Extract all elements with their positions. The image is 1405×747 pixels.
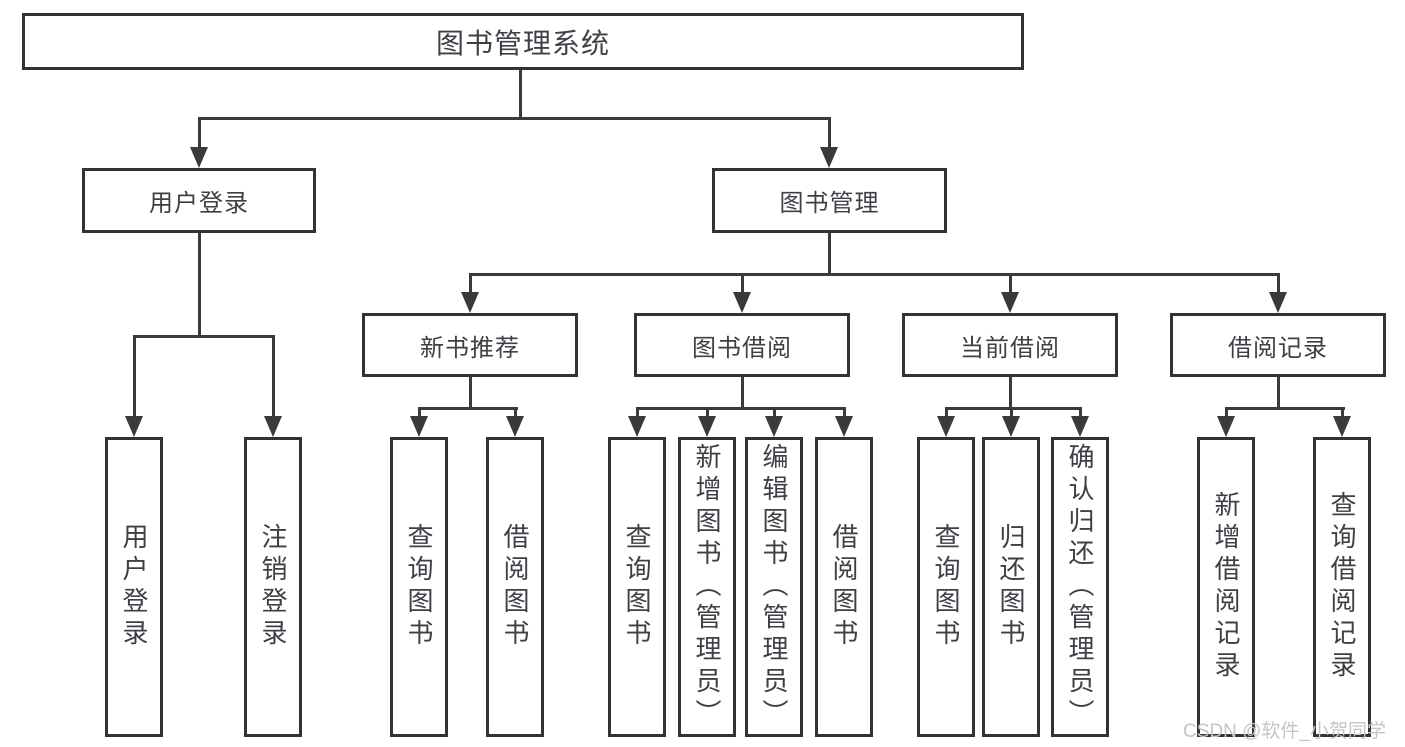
connector-level1-hline (198, 117, 831, 120)
leaf-borrow-borrow-books-label: 借阅图书 (829, 523, 859, 651)
arrowhead-book (820, 147, 838, 168)
leaf-current-confirm-return-admin-label: 确认归还（管理员） (1065, 443, 1095, 731)
arrowhead-recommend (461, 292, 479, 313)
connector-drop-current (1009, 273, 1012, 294)
node-new-book-recommend-label: 新书推荐 (420, 334, 520, 362)
arrowhead-cur-return (1002, 416, 1020, 437)
connector-drop-cur-confirm (1079, 407, 1082, 418)
connector-drop-recrd-query (1341, 407, 1344, 418)
leaf-records-query-record: 查询借阅记录 (1313, 437, 1371, 737)
node-borrow-records: 借阅记录 (1170, 313, 1386, 377)
connector-borrow-stem (741, 377, 744, 409)
leaf-records-add-record-label: 新增借阅记录 (1211, 491, 1241, 683)
arrowhead-recrd-query (1333, 416, 1351, 437)
connector-user-stem (198, 233, 201, 337)
arrowhead-bor-query (628, 416, 646, 437)
node-book-borrow: 图书借阅 (634, 313, 850, 377)
leaf-recommend-query-books: 查询图书 (390, 437, 448, 737)
leaf-borrow-add-books-admin: 新增图书（管理员） (678, 437, 736, 737)
connector-recommend-hline (418, 407, 518, 410)
leaf-current-query-books: 查询图书 (917, 437, 975, 737)
leaf-current-confirm-return-admin: 确认归还（管理员） (1051, 437, 1109, 737)
connector-drop-logout (272, 335, 275, 417)
leaf-borrow-query-books: 查询图书 (608, 437, 666, 737)
connector-drop-book (828, 117, 831, 148)
leaf-borrow-edit-books-admin: 编辑图书（管理员） (745, 437, 803, 737)
node-root: 图书管理系统 (22, 13, 1024, 70)
node-book-borrow-label: 图书借阅 (692, 334, 792, 362)
connector-user-hline (133, 335, 275, 338)
leaf-recommend-query-books-label: 查询图书 (404, 523, 434, 651)
arrowhead-bor-borrow (835, 416, 853, 437)
leaf-borrow-edit-books-admin-label: 编辑图书（管理员） (759, 443, 789, 731)
leaf-borrow-query-books-label: 查询图书 (622, 523, 652, 651)
arrowhead-user-login (125, 416, 143, 437)
leaf-logout: 注销登录 (244, 437, 302, 737)
connector-level3-hline (469, 273, 1280, 276)
connector-drop-recrd-add (1225, 407, 1228, 418)
connector-drop-bor-add (706, 407, 709, 418)
connector-current-stem (1009, 377, 1012, 409)
connector-root-stem (519, 70, 522, 119)
node-current-borrow: 当前借阅 (902, 313, 1118, 377)
connector-drop-cur-return (1010, 407, 1013, 418)
leaf-user-login-label: 用户登录 (119, 523, 149, 651)
arrowhead-user (190, 147, 208, 168)
leaf-recommend-borrow-books: 借阅图书 (486, 437, 544, 737)
node-current-borrow-label: 当前借阅 (960, 334, 1060, 362)
arrowhead-rec-borrow (506, 416, 524, 437)
node-root-label: 图书管理系统 (435, 27, 610, 59)
connector-drop-borrow (741, 273, 744, 294)
connector-drop-rec-query (418, 407, 421, 418)
connector-book-stem (828, 233, 831, 275)
leaf-recommend-borrow-books-label: 借阅图书 (500, 523, 530, 651)
node-book-management-branch-label: 图书管理 (779, 190, 880, 217)
node-user-login-branch: 用户登录 (82, 168, 316, 233)
connector-drop-recommend (469, 273, 472, 294)
arrowhead-current (1001, 292, 1019, 313)
connector-drop-user (198, 117, 201, 148)
connector-drop-records (1277, 273, 1280, 294)
node-book-management-branch: 图书管理 (712, 168, 947, 233)
node-user-login-branch-label: 用户登录 (149, 190, 249, 217)
arrowhead-recrd-add (1217, 416, 1235, 437)
leaf-records-add-record: 新增借阅记录 (1197, 437, 1255, 737)
connector-current-hline (945, 407, 1081, 410)
node-new-book-recommend: 新书推荐 (362, 313, 578, 377)
leaf-logout-label: 注销登录 (258, 523, 288, 651)
connector-drop-rec-borrow (514, 407, 517, 418)
connector-drop-cur-query (945, 407, 948, 418)
connector-records-stem (1277, 377, 1280, 409)
connector-borrow-hline (636, 407, 846, 410)
arrowhead-cur-confirm (1071, 416, 1089, 437)
csdn-watermark: CSDN @软件_小贺同学 (1183, 721, 1386, 742)
arrowhead-bor-add (698, 416, 716, 437)
leaf-current-query-books-label: 查询图书 (931, 523, 961, 651)
node-borrow-records-label: 借阅记录 (1228, 334, 1328, 362)
leaf-current-return-books-label: 归还图书 (996, 523, 1026, 651)
leaf-user-login: 用户登录 (105, 437, 163, 737)
arrowhead-logout (264, 416, 282, 437)
connector-drop-bor-query (636, 407, 639, 418)
leaf-borrow-borrow-books: 借阅图书 (815, 437, 873, 737)
connector-drop-user-login (133, 335, 136, 417)
arrowhead-rec-query (410, 416, 428, 437)
connector-recommend-stem (469, 377, 472, 409)
arrowhead-bor-edit (765, 416, 783, 437)
arrowhead-borrow (733, 292, 751, 313)
connector-records-hline (1225, 407, 1345, 410)
arrowhead-cur-query (937, 416, 955, 437)
leaf-borrow-add-books-admin-label: 新增图书（管理员） (692, 443, 722, 731)
connector-drop-bor-edit (773, 407, 776, 418)
leaf-current-return-books: 归还图书 (982, 437, 1040, 737)
leaf-records-query-record-label: 查询借阅记录 (1327, 491, 1357, 683)
arrowhead-records (1269, 292, 1287, 313)
connector-drop-bor-borrow (843, 407, 846, 418)
